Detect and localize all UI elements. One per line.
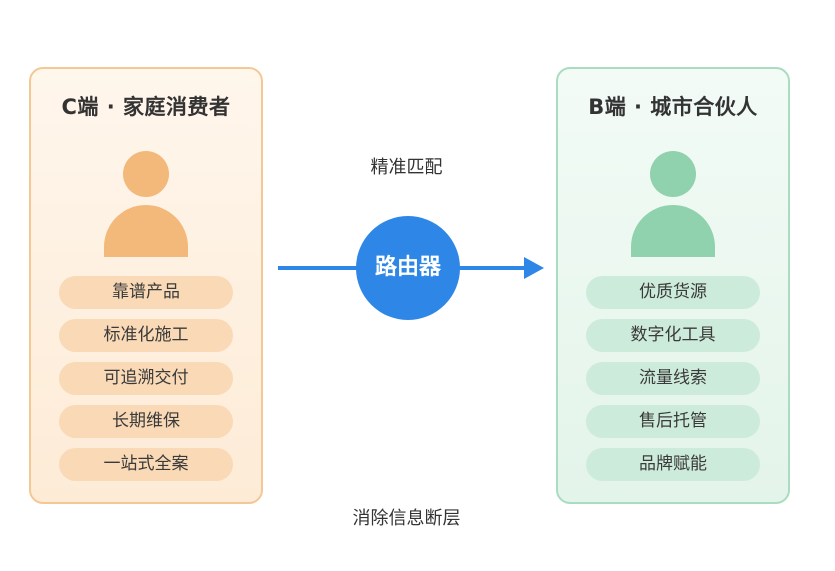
consumer-benefit-item: 长期维保 bbox=[59, 405, 233, 438]
partner-person-icon bbox=[631, 151, 715, 257]
consumer-benefit-item: 靠谱产品 bbox=[59, 276, 233, 309]
person-body bbox=[631, 205, 715, 257]
consumer-benefit-item: 标准化施工 bbox=[59, 319, 233, 352]
match-label: 精准匹配 bbox=[370, 157, 443, 178]
consumer-person-icon bbox=[104, 151, 188, 257]
partner-benefit-item: 数字化工具 bbox=[586, 319, 760, 352]
partner-card: B端 · 城市合伙人 优质货源 数字化工具 流量线索 售后托管 品牌赋能 bbox=[556, 67, 790, 504]
person-body bbox=[104, 205, 188, 257]
gap-label: 消除信息断层 bbox=[352, 508, 461, 529]
consumer-card-title: C端 · 家庭消费者 bbox=[61, 95, 231, 119]
partner-benefit-item: 售后托管 bbox=[586, 405, 760, 438]
router-node: 路由器 bbox=[356, 216, 460, 320]
consumer-benefit-list: 靠谱产品 标准化施工 可追溯交付 长期维保 一站式全案 bbox=[59, 276, 233, 491]
partner-benefit-list: 优质货源 数字化工具 流量线索 售后托管 品牌赋能 bbox=[586, 276, 760, 491]
consumer-card: C端 · 家庭消费者 靠谱产品 标准化施工 可追溯交付 长期维保 一站式全案 bbox=[29, 67, 263, 504]
consumer-benefit-item: 可追溯交付 bbox=[59, 362, 233, 395]
partner-card-title: B端 · 城市合伙人 bbox=[588, 95, 758, 119]
partner-benefit-item: 品牌赋能 bbox=[586, 448, 760, 481]
partner-benefit-item: 流量线索 bbox=[586, 362, 760, 395]
partner-benefit-item: 优质货源 bbox=[586, 276, 760, 309]
consumer-benefit-item: 一站式全案 bbox=[59, 448, 233, 481]
person-head bbox=[123, 151, 169, 197]
person-head bbox=[650, 151, 696, 197]
